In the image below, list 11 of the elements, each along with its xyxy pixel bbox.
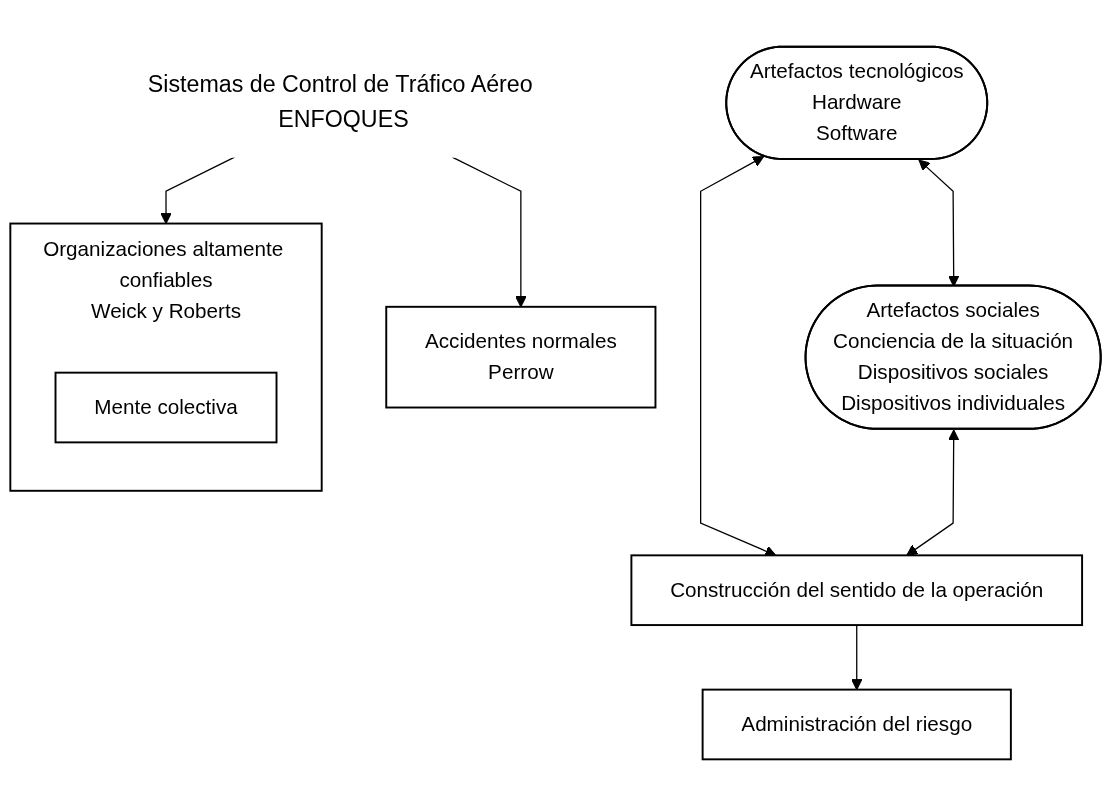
arrow (451, 156, 527, 308)
arrow (160, 156, 236, 225)
node-text: Sistemas de Control de Tráfico Aéreo ENFOQUES (147, 71, 533, 133)
arrow (906, 429, 960, 556)
arrow (851, 624, 863, 691)
node-box: Construcción del sentido de la operación (630, 554, 1084, 627)
arrow (918, 159, 960, 287)
node-box: Mente colectiva (54, 371, 278, 444)
arrow (700, 156, 777, 557)
node-box: Administración del riesgo (701, 688, 1012, 761)
node-box: Accidentes normales Perrow (385, 305, 657, 409)
